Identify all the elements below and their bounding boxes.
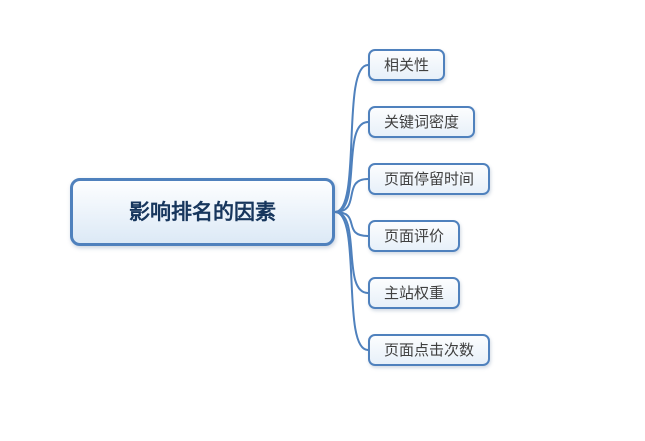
connector-root-child-5 [334, 211, 369, 351]
connector-root-child-3 [334, 211, 369, 237]
mindmap-child-node-relevance[interactable]: 相关性 [368, 49, 446, 81]
mindmap-child-node-page-rating[interactable]: 页面评价 [368, 220, 461, 252]
mindmap-child-node-keyword-density[interactable]: 关键词密度 [368, 106, 476, 138]
root-node-label: 影响排名的因素 [129, 200, 276, 224]
child-node-label: 相关性 [384, 56, 430, 74]
child-node-label: 关键词密度 [384, 113, 460, 131]
mindmap-child-node-page-dwell-time[interactable]: 页面停留时间 [368, 163, 491, 195]
child-node-label: 主站权重 [384, 284, 445, 302]
mindmap-child-node-page-clicks[interactable]: 页面点击次数 [368, 334, 491, 366]
connector-root-child-2 [334, 178, 369, 213]
child-node-label: 页面评价 [384, 227, 445, 245]
child-node-label: 页面点击次数 [384, 341, 475, 359]
mindmap-root-node[interactable]: 影响排名的因素 [70, 178, 335, 246]
connector-root-child-1 [334, 121, 369, 213]
connector-root-child-0 [334, 64, 369, 213]
mindmap-child-node-main-site-weight[interactable]: 主站权重 [368, 277, 461, 309]
child-node-label: 页面停留时间 [384, 170, 475, 188]
